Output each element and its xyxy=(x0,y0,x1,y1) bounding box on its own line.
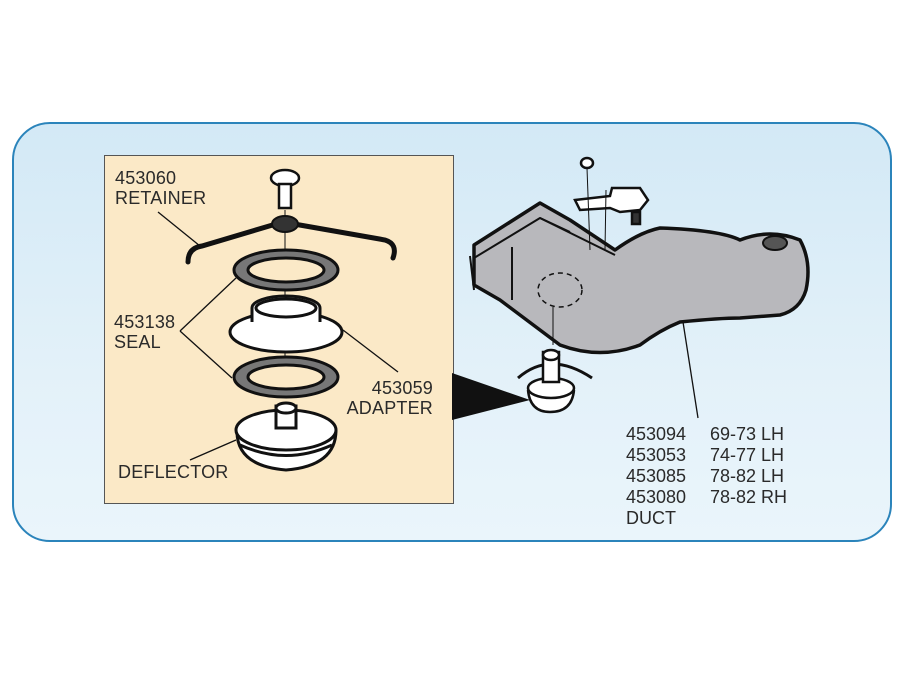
duct-bracket xyxy=(573,156,650,251)
seal-part-upper xyxy=(232,248,340,292)
deflector-label: DEFLECTOR xyxy=(118,462,229,482)
retainer-part xyxy=(185,215,397,265)
adapter-leader xyxy=(342,329,399,373)
adapter-part-number: 453059 xyxy=(371,378,433,398)
duct-part xyxy=(469,201,810,355)
seal-label: 453138 SEAL xyxy=(114,312,175,352)
duct-name: DUCT xyxy=(626,508,676,528)
retainer-label: 453060 RETAINER xyxy=(115,168,206,208)
retainer-name: RETAINER xyxy=(115,188,207,208)
callout-wedge xyxy=(452,373,530,420)
duct-leader xyxy=(682,321,699,419)
adapter-name: ADAPTER xyxy=(346,398,433,418)
seal-leader-upper xyxy=(179,277,237,332)
seal-part-lower xyxy=(232,355,340,399)
retainer-part-number: 453060 xyxy=(115,168,177,188)
seal-leader-lower xyxy=(179,330,233,379)
adapter-label: 453059 ADAPTER xyxy=(337,378,433,418)
adapter-part xyxy=(228,294,344,354)
seal-part-number: 453138 xyxy=(114,312,176,332)
deflector-part xyxy=(234,401,338,472)
seal-name: SEAL xyxy=(114,332,161,352)
deflector-leader xyxy=(189,439,237,461)
deflector-installed xyxy=(517,348,593,414)
retainer-leader xyxy=(157,211,201,247)
